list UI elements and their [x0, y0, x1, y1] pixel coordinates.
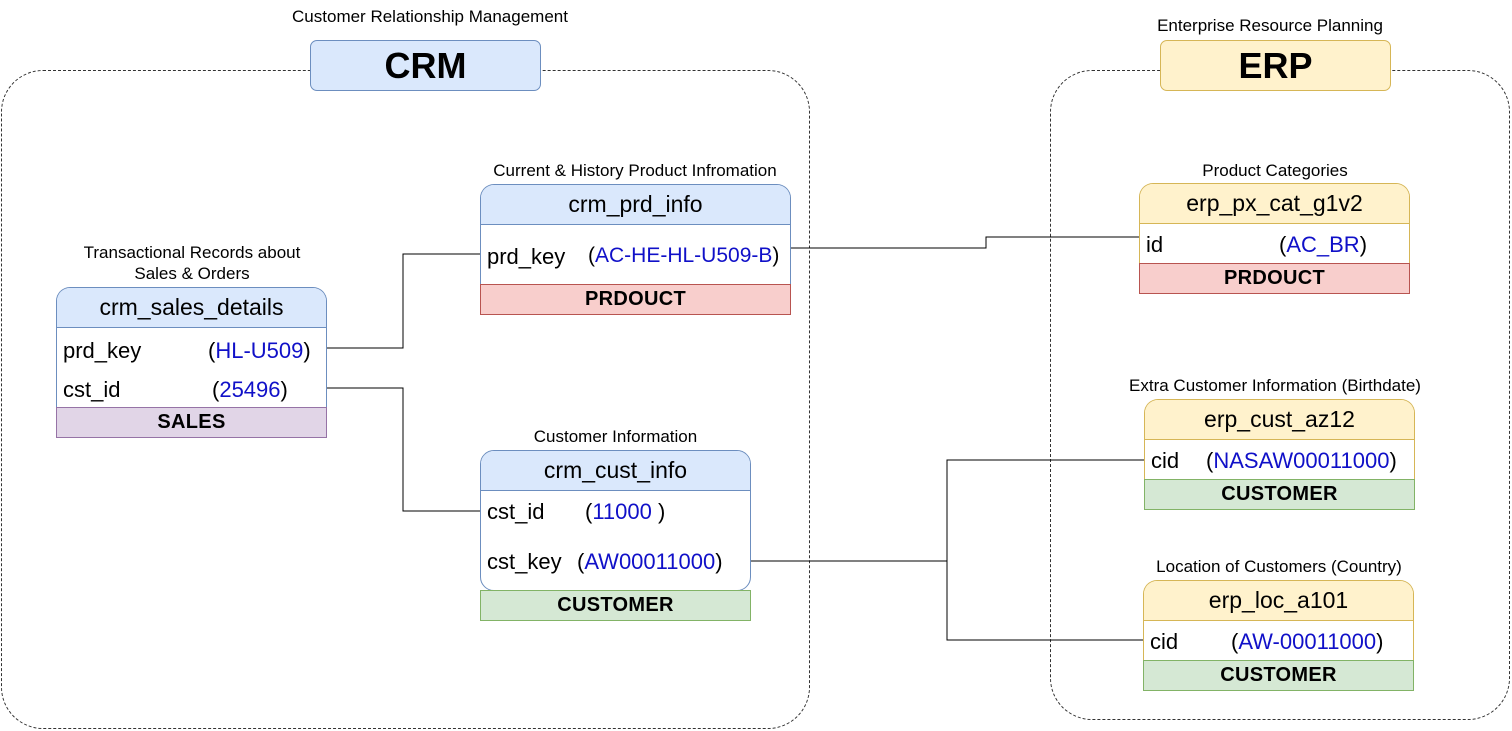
- field-value: HL-U509: [215, 338, 304, 363]
- sales-caption-line2: Sales & Orders: [134, 264, 250, 283]
- field-cst-id: cst_id: [63, 377, 120, 403]
- erp-cust-az12-table: erp_cust_az12 cid (NASAW00011000): [1144, 399, 1415, 481]
- paren-close: ): [1376, 629, 1384, 654]
- table-header: erp_loc_a101: [1144, 581, 1413, 621]
- field-name: id: [1146, 232, 1164, 257]
- paren-open: (: [588, 244, 595, 267]
- paren-close: ): [772, 244, 780, 267]
- field-prd-key: prd_key: [63, 338, 141, 364]
- field-name: cst_key: [487, 549, 562, 574]
- table-header: crm_sales_details: [57, 288, 326, 328]
- field-prd-key-value: (HL-U509): [208, 338, 311, 364]
- field-id-value: (AC_BR): [1279, 232, 1367, 258]
- table-header: crm_prd_info: [481, 185, 790, 225]
- paren-close: ): [651, 499, 666, 524]
- link-sales-prd: [327, 253, 481, 349]
- crm-label: CRM: [310, 40, 541, 91]
- paren-open: (: [212, 377, 220, 402]
- field-cst-key-value: (AW00011000): [577, 549, 723, 575]
- field-value: NASAW00011000: [1213, 448, 1390, 473]
- erp-loc-a101-table: erp_loc_a101 cid (AW-00011000): [1143, 580, 1414, 662]
- field-prd-key-value: (AC-HE-HL-U509-B): [588, 244, 779, 268]
- field-value: AW-00011000: [1238, 629, 1377, 654]
- table-header: erp_cust_az12: [1145, 400, 1414, 440]
- field-name: cid: [1151, 448, 1180, 473]
- field-value: 25496: [219, 377, 281, 402]
- paren-open: (: [1231, 629, 1239, 654]
- paren-open: (: [1279, 232, 1287, 257]
- field-cid-value: (NASAW00011000): [1206, 448, 1397, 474]
- field-value: AC-HE-HL-U509-B: [595, 244, 773, 267]
- field-id: id: [1146, 232, 1163, 258]
- field-cst-key: cst_key: [487, 549, 562, 575]
- erp-subtitle: Enterprise Resource Planning: [1157, 16, 1383, 35]
- field-name: prd_key: [487, 244, 566, 269]
- field-cid: cid: [1151, 448, 1179, 474]
- paren-close: ): [303, 338, 311, 363]
- px-caption: Product Categories: [1202, 161, 1348, 180]
- erp-cust-tag: CUSTOMER: [1144, 479, 1415, 510]
- paren-close: ): [1389, 448, 1397, 473]
- erp-px-cat-table: erp_px_cat_g1v2 id (AC_BR): [1139, 183, 1410, 265]
- paren-open: (: [585, 499, 593, 524]
- table-header: crm_cust_info: [481, 451, 750, 491]
- crm-subtitle: Customer Relationship Management: [292, 7, 568, 26]
- link-cust-erp-cust: [750, 459, 1145, 562]
- field-cst-id: cst_id: [487, 499, 544, 525]
- link-prd-px: [790, 236, 1140, 249]
- link-cust-erp-loc: [946, 561, 1144, 641]
- erp-label: ERP: [1160, 40, 1391, 91]
- field-cid: cid: [1150, 629, 1178, 655]
- field-cid-value: (AW-00011000): [1231, 629, 1383, 655]
- field-cst-id-value: (11000 ): [585, 499, 665, 525]
- crm-prd-info-table: crm_prd_info prd_key (AC-HE-HL-U509-B): [480, 184, 791, 286]
- cust-tag: CUSTOMER: [480, 590, 751, 621]
- paren-close: ): [1359, 232, 1368, 257]
- erp-cust-caption: Extra Customer Information (Birthdate): [1129, 376, 1421, 395]
- field-cst-id-value: (25496): [212, 377, 288, 403]
- field-name: cst_id: [487, 499, 545, 524]
- loc-tag: CUSTOMER: [1143, 660, 1414, 691]
- table-header: erp_px_cat_g1v2: [1140, 184, 1409, 224]
- loc-caption: Location of Customers (Country): [1156, 557, 1402, 576]
- px-tag: PRDOUCT: [1139, 263, 1410, 294]
- field-value: AW00011000: [584, 549, 716, 574]
- field-prd-key: prd_key: [487, 244, 565, 270]
- crm-sales-details-table: crm_sales_details prd_key (HL-U509) cst_…: [56, 287, 327, 409]
- prd-caption: Current & History Product Infromation: [493, 161, 777, 180]
- sales-tag: SALES: [56, 407, 327, 438]
- field-name: cid: [1150, 629, 1179, 654]
- prd-tag: PRDOUCT: [480, 284, 791, 315]
- field-name: cst_id: [63, 377, 121, 402]
- field-value: 11000: [592, 499, 652, 524]
- field-name: prd_key: [63, 338, 142, 363]
- paren-open: (: [577, 549, 585, 574]
- paren-open: (: [1206, 448, 1214, 473]
- paren-close: ): [280, 377, 288, 402]
- crm-cust-info-table: crm_cust_info cst_id (11000 ) cst_key (A…: [480, 450, 751, 591]
- paren-close: ): [715, 549, 723, 574]
- sales-caption-line1: Transactional Records about: [83, 243, 301, 262]
- cust-caption: Customer Information: [533, 427, 698, 446]
- paren-open: (: [208, 338, 216, 363]
- link-sales-cust: [327, 387, 481, 512]
- field-value: AC_BR: [1286, 232, 1360, 257]
